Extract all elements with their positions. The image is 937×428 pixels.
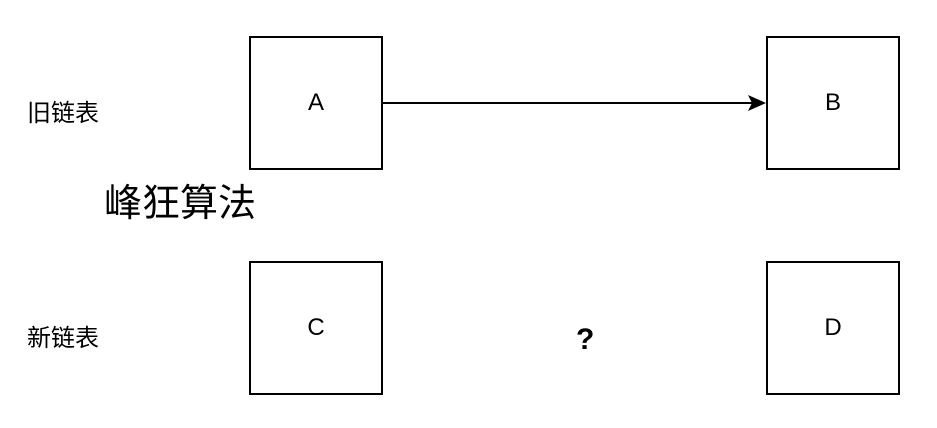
- node-c-label: C: [307, 314, 325, 341]
- edge-a-to-b: [383, 95, 766, 111]
- node-a: A: [249, 36, 383, 170]
- node-d: D: [766, 261, 900, 395]
- node-c: C: [249, 261, 383, 395]
- arrowhead-icon: [748, 95, 766, 111]
- node-b-label: B: [824, 89, 841, 116]
- node-a-label: A: [307, 89, 324, 116]
- node-b: B: [766, 36, 900, 170]
- new-list-label: 新链表: [27, 324, 99, 352]
- node-d-label: D: [824, 314, 842, 341]
- unknown-link-marker: ?: [576, 323, 595, 356]
- old-list-label: 旧链表: [27, 99, 99, 127]
- watermark-text: 峰狂算法: [104, 181, 257, 225]
